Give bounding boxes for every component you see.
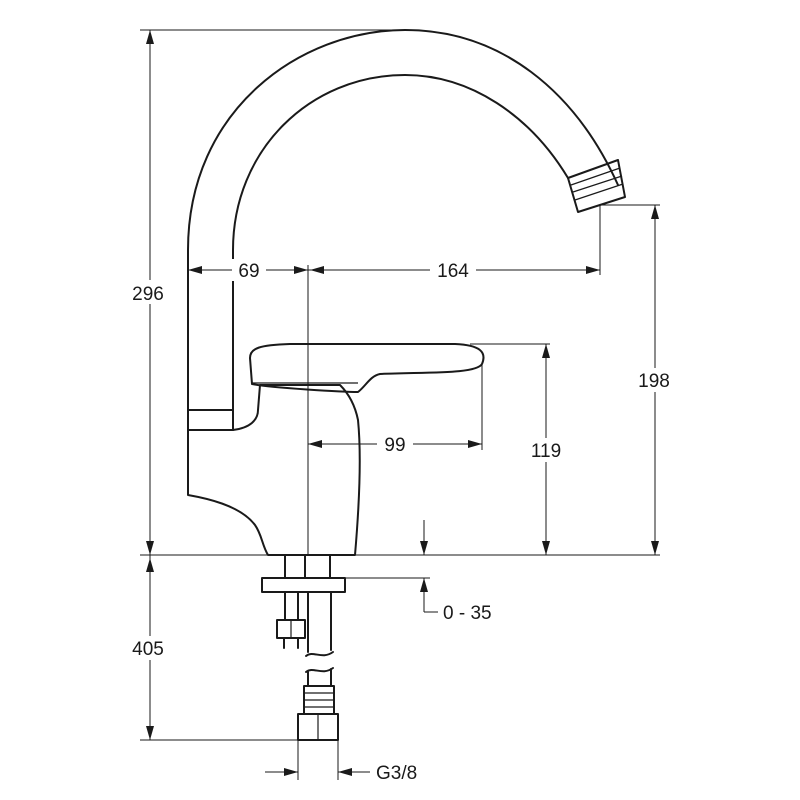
faucet-lever: [249, 343, 485, 393]
spout-aerator: [567, 159, 626, 213]
arrow: [420, 578, 428, 592]
arrow: [308, 440, 322, 448]
label-bg: [377, 433, 413, 455]
spout-inner: [232, 74, 569, 411]
label-deck-thickness: 0 - 35: [443, 603, 492, 624]
label-total-height: 296: [132, 284, 164, 305]
arrow: [284, 768, 298, 776]
arrow: [294, 266, 308, 274]
label-below-deck: 405: [132, 639, 164, 660]
label-lever-reach: 99: [384, 435, 405, 456]
arrow: [542, 541, 550, 555]
spout-outer: [187, 29, 619, 411]
faucet-body: [187, 384, 361, 556]
arrow: [146, 541, 154, 555]
label-bg: [524, 438, 570, 462]
label-lever-height: 119: [531, 441, 561, 462]
arrow: [420, 541, 428, 555]
dimension-lines: [140, 29, 660, 780]
aerator-band-3: [574, 183, 624, 201]
arrow: [146, 558, 154, 572]
label-thread: G3/8: [376, 763, 417, 784]
aerator-band-1: [570, 167, 621, 186]
label-bg: [126, 636, 170, 660]
label-spout-reach: 164: [437, 261, 469, 282]
arrow: [468, 440, 482, 448]
dimension-labels: 296 405 69 164 198 99 119 0 - 35 G3/8: [126, 259, 678, 784]
arrow: [188, 266, 202, 274]
arrow: [146, 30, 154, 44]
arrow: [338, 768, 352, 776]
pipe-break-bottom: [305, 667, 334, 673]
arrow: [651, 541, 659, 555]
spout-collar: [187, 409, 234, 431]
label-bg: [232, 259, 266, 281]
arrow: [586, 266, 600, 274]
mounting-plate: [261, 577, 346, 593]
faucet-outline: [187, 29, 626, 556]
arrow: [310, 266, 324, 274]
label-spout-offset: 69: [238, 261, 259, 282]
label-bg: [630, 368, 678, 392]
deck-mounting: [140, 554, 660, 741]
arrow: [651, 205, 659, 219]
pipe-break-top: [305, 651, 334, 657]
arrow: [146, 726, 154, 740]
aerator-band-2: [572, 175, 623, 193]
arrow: [542, 344, 550, 358]
label-outlet-height: 198: [638, 371, 670, 392]
label-bg: [126, 280, 170, 304]
label-bg: [430, 259, 476, 281]
